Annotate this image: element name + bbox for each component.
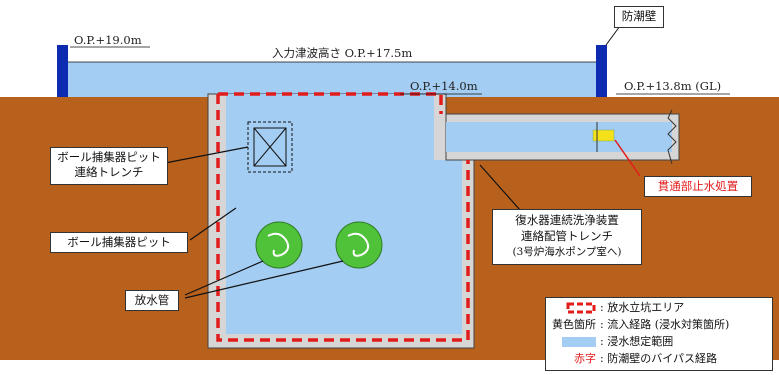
leader-seal-label: [614, 139, 641, 177]
leader-ball-pit-label: [189, 207, 237, 241]
legend-row-yellow: 黄色箇所 : 流入経路 (浸水対策箇所): [550, 317, 729, 333]
op-ground-label: O.P.+13.8m (GL): [624, 79, 721, 93]
op-seawall-label: O.P.+19.0m: [74, 33, 142, 47]
ball-pit-trench-x2: [253, 127, 287, 167]
legend-text-bypass: : 防潮壁のバイパス経路: [600, 352, 717, 365]
ball-pit-label: ボール捕集器ピット: [67, 235, 171, 249]
legend-key-red-dashed: [550, 300, 596, 316]
outfall-shaft-area-outline: [216, 92, 470, 342]
seawall-right: [596, 45, 607, 97]
outfall-pipe-label-box: 放水管: [125, 290, 179, 311]
seawall-left: [57, 45, 68, 97]
penetration-seal-yellow: [592, 129, 615, 142]
ball-pit-trench-label-line2: 連絡トレンチ: [74, 165, 144, 179]
legend-row-shaft-area: : 放水立坑エリア: [550, 300, 684, 316]
ball-pit-trench-label-line1: ボール捕集器ピット: [57, 150, 161, 164]
condenser-trench-label-box: 復水器連続洗浄装置 連絡配管トレンチ (3号炉海水ポンプ室へ): [492, 209, 642, 265]
legend-key-red-text: 赤字: [574, 352, 596, 365]
leader-seawall-label: [605, 25, 621, 46]
tsunami-height-label: 入力津波高さ O.P.+17.5m: [272, 46, 412, 60]
legend-key-blue: [550, 334, 596, 350]
leader-pipe-right: [184, 260, 344, 299]
outfall-pipe-left: [255, 221, 303, 269]
outfall-pipe-right: [335, 221, 383, 269]
ball-pit-trench-label-box: ボール捕集器ピット 連絡トレンチ: [50, 147, 168, 185]
seawall-label: 防潮壁: [621, 9, 657, 23]
legend-row-flood-range: : 浸水想定範囲: [550, 334, 673, 350]
trench-break: [667, 109, 677, 165]
leader-pipe-left: [184, 260, 264, 296]
blue-fill-icon: [562, 337, 596, 347]
legend-key-yellow: 黄色箇所: [552, 318, 596, 331]
pit-water-top: [226, 94, 434, 122]
legend-text-yellow: : 流入経路 (浸水対策箇所): [600, 318, 730, 331]
legend-text-flood-range: : 浸水想定範囲: [600, 335, 674, 348]
legend-text-shaft-area: : 放水立坑エリア: [600, 301, 685, 314]
tsunami-water-surface: [68, 62, 601, 97]
outfall-pipe-label: 放水管: [134, 293, 170, 307]
leader-trench-label: [164, 146, 249, 164]
red-dashed-box-icon: [566, 302, 596, 314]
leader-condenser-trench: [479, 164, 521, 211]
ball-pit-label-box: ボール捕集器ピット: [50, 232, 188, 253]
condenser-trench-label-line1: 復水器連続洗浄装置: [515, 213, 619, 227]
op-pit-top-label: O.P.+14.0m: [410, 79, 478, 93]
condenser-trench-label-line2: 連絡配管トレンチ: [521, 229, 613, 243]
seawall-label-box: 防潮壁: [614, 6, 664, 28]
penetration-seal-label-box: 貫通部止水処置: [644, 176, 752, 197]
legend: : 放水立坑エリア 黄色箇所 : 流入経路 (浸水対策箇所) : 浸水想定範囲 赤…: [545, 297, 773, 371]
trench-water: [446, 122, 672, 152]
penetration-seal-label: 貫通部止水処置: [657, 179, 739, 193]
legend-row-red-text: 赤字 : 防潮壁のバイパス経路: [550, 351, 717, 367]
condenser-trench-label-line3: (3号炉海水ポンプ室へ): [512, 246, 622, 258]
